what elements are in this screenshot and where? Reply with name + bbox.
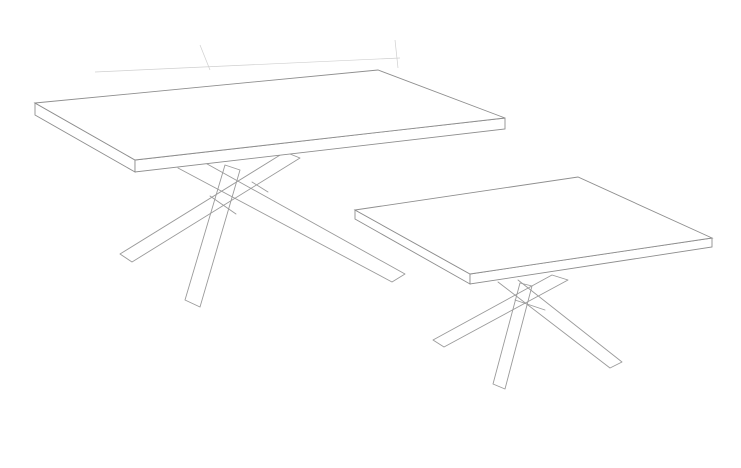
background-strokes bbox=[94, 39, 401, 73]
large-table-legs bbox=[119, 151, 406, 308]
small-table-top bbox=[353, 176, 714, 285]
small-table bbox=[353, 176, 714, 390]
large-table-top bbox=[33, 69, 506, 173]
small-table-legs bbox=[432, 274, 623, 390]
large-table bbox=[33, 69, 506, 308]
